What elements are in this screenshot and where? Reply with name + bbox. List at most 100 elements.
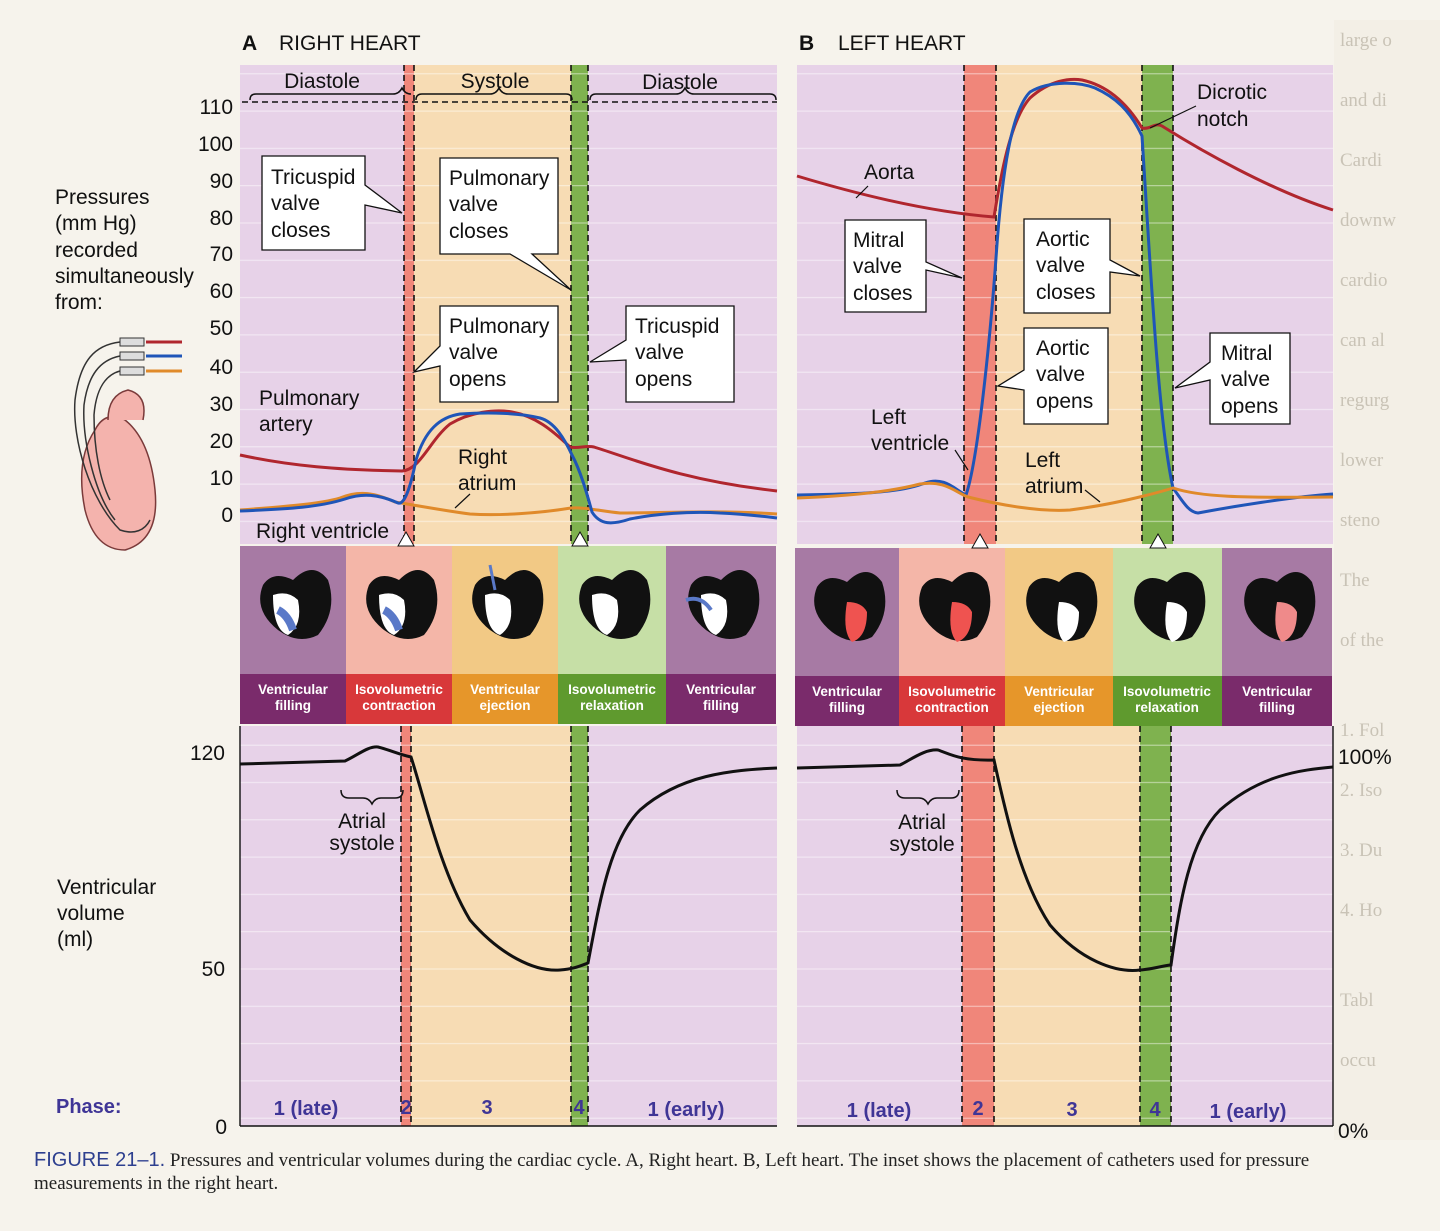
- left-phase-5-label: Ventricular: [1242, 684, 1313, 699]
- svg-text:70: 70: [210, 243, 233, 266]
- svg-text:contraction: contraction: [362, 698, 436, 713]
- left-ventricle-label: Left: [871, 406, 906, 429]
- callout-pulmonary-opens: Pulmonary valve opens: [411, 305, 559, 403]
- svg-text:Ventricular: Ventricular: [57, 876, 156, 899]
- right-band-systole: Systole: [461, 70, 530, 93]
- svg-text:valve: valve: [1036, 363, 1085, 386]
- right-ventricle-label: Right ventricle: [256, 520, 389, 543]
- right-phase-num-2: 2: [400, 1097, 411, 1119]
- svg-text:valve: valve: [449, 193, 498, 216]
- volume-axis-ticks: 120 50 0: [190, 742, 227, 1139]
- svg-text:120: 120: [190, 742, 225, 765]
- svg-text:closes: closes: [853, 282, 913, 305]
- left-phase-num-3: 3: [1066, 1099, 1077, 1121]
- svg-text:lower: lower: [1340, 450, 1384, 471]
- svg-text:relaxation: relaxation: [580, 698, 644, 713]
- svg-text:Aortic: Aortic: [1036, 337, 1090, 360]
- svg-text:Pulmonary: Pulmonary: [449, 315, 550, 338]
- svg-text:60: 60: [210, 280, 233, 303]
- svg-text:50: 50: [202, 958, 225, 981]
- right-phase-3-label: Ventricular: [470, 682, 541, 697]
- volume-axis-title: Ventricular volume (ml): [57, 876, 156, 951]
- figure-label: FIGURE 21–1.: [34, 1149, 166, 1171]
- callout-dicrotic-notch: Dicrotic notch: [1149, 81, 1267, 131]
- svg-text:filling: filling: [275, 698, 311, 713]
- svg-text:110: 110: [200, 96, 233, 119]
- svg-text:Cardi: Cardi: [1340, 150, 1382, 171]
- svg-text:ejection: ejection: [1033, 700, 1084, 715]
- svg-text:simultaneously: simultaneously: [55, 265, 194, 288]
- svg-text:can al: can al: [1340, 330, 1385, 351]
- svg-text:opens: opens: [635, 368, 692, 391]
- right-panel-title: RIGHT HEART: [279, 32, 421, 55]
- svg-text:opens: opens: [449, 368, 506, 391]
- svg-text:volume: volume: [57, 902, 125, 925]
- left-heart-panel: B LEFT HEART Dicrotic notch Aorta Mitral…: [795, 32, 1334, 1126]
- svg-text:10: 10: [210, 467, 233, 490]
- svg-text:closes: closes: [271, 219, 331, 242]
- callout-aortic-opens: Aortic valve opens: [996, 327, 1109, 425]
- svg-text:0%: 0%: [1338, 1120, 1368, 1143]
- pressure-axis-title: Pressures (mm Hg) recorded simultaneousl…: [55, 186, 194, 314]
- svg-text:ventricle: ventricle: [871, 432, 949, 455]
- svg-text:0: 0: [215, 1116, 227, 1139]
- right-heart-illustrations: [260, 564, 760, 639]
- figure-caption: FIGURE 21–1. Pressures and ventricular v…: [34, 1149, 1414, 1195]
- left-phase-4-label: Isovolumetric: [1123, 684, 1211, 699]
- svg-text:Tabl: Tabl: [1340, 990, 1374, 1011]
- svg-text:notch: notch: [1197, 108, 1248, 131]
- callout-pulmonary-closes: Pulmonary valve closes: [439, 157, 572, 291]
- right-phase-5-label: Ventricular: [686, 682, 757, 697]
- phase-row-label: Phase:: [56, 1096, 122, 1118]
- left-heart-illustrations: [814, 572, 1316, 642]
- svg-text:contraction: contraction: [915, 700, 989, 715]
- right-phase-2-label: Isovolumetric: [355, 682, 443, 697]
- callout-tricuspid-closes: Tricuspid valve closes: [261, 155, 403, 251]
- svg-text:occu: occu: [1340, 1050, 1376, 1071]
- svg-text:4. Ho: 4. Ho: [1340, 900, 1382, 921]
- right-ventricular-volume-curve: [239, 745, 778, 972]
- svg-text:systole: systole: [889, 833, 954, 856]
- right-ventricle-curve: [239, 411, 778, 525]
- svg-text:valve: valve: [449, 341, 498, 364]
- svg-text:50: 50: [210, 317, 233, 340]
- callout-mitral-opens: Mitral valve opens: [1174, 332, 1291, 425]
- svg-text:valve: valve: [1221, 368, 1270, 391]
- right-band-diastole-2: Diastole: [642, 71, 718, 94]
- svg-text:Aortic: Aortic: [1036, 228, 1090, 251]
- right-phase-num-1: 1 (late): [274, 1098, 338, 1120]
- catheter-inset-illustration: [73, 337, 182, 551]
- svg-text:100%: 100%: [1338, 746, 1392, 769]
- left-atrium-label: Left: [1025, 449, 1060, 472]
- svg-text:steno: steno: [1340, 510, 1380, 531]
- svg-text:Pressures: Pressures: [55, 186, 150, 209]
- background-page-text: large o and di Cardi downw cardio can al…: [1334, 20, 1440, 1140]
- svg-text:ejection: ejection: [479, 698, 530, 713]
- svg-text:of the: of the: [1340, 630, 1384, 651]
- svg-text:regurg: regurg: [1340, 390, 1390, 411]
- svg-text:opens: opens: [1221, 395, 1278, 418]
- svg-text:The: The: [1340, 570, 1370, 591]
- svg-text:3. Du: 3. Du: [1340, 840, 1383, 861]
- pressure-axis-ticks: 110 100 90 80 70 60 50 40 30 20 10 0: [198, 96, 233, 527]
- left-phase-num-2: 2: [972, 1098, 983, 1120]
- aorta-label: Aorta: [864, 161, 915, 184]
- left-atrial-systole-label: Atrial: [898, 811, 946, 834]
- svg-text:systole: systole: [329, 832, 394, 855]
- svg-text:2. Iso: 2. Iso: [1340, 780, 1382, 801]
- svg-text:Pulmonary: Pulmonary: [449, 167, 550, 190]
- right-panel-letter: A: [242, 32, 257, 55]
- svg-text:artery: artery: [259, 413, 313, 436]
- left-phase-num-4: 4: [1149, 1099, 1161, 1121]
- svg-text:filling: filling: [1259, 700, 1295, 715]
- svg-text:0: 0: [221, 504, 233, 527]
- svg-text:Tricuspid: Tricuspid: [635, 315, 719, 338]
- svg-text:90: 90: [210, 170, 233, 193]
- svg-text:opens: opens: [1036, 390, 1093, 413]
- svg-text:from:: from:: [55, 291, 103, 314]
- left-phase-num-5: 1 (early): [1210, 1101, 1287, 1123]
- pulmonary-artery-curve: [239, 409, 778, 493]
- svg-text:large o: large o: [1340, 30, 1392, 51]
- right-phase-num-5: 1 (early): [648, 1099, 725, 1121]
